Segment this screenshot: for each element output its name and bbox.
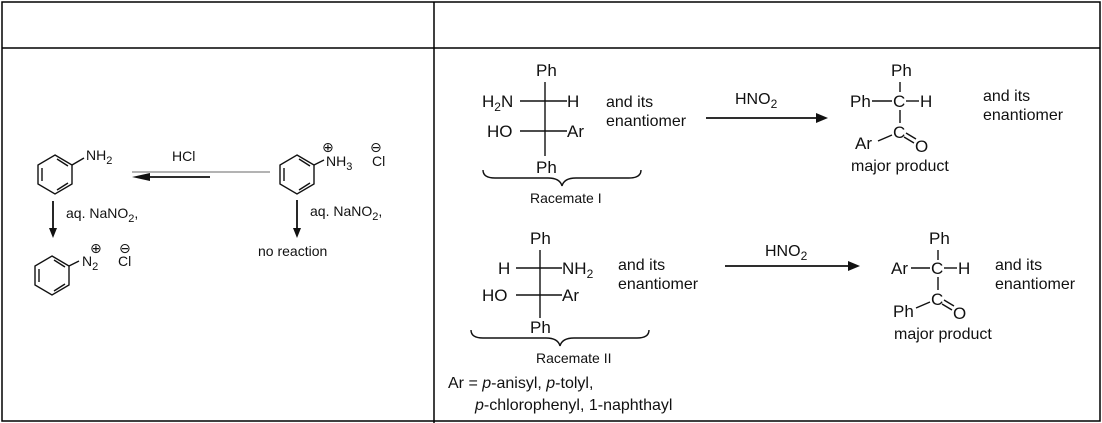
- r2-nh2-label: NH2: [562, 259, 594, 281]
- r1-and-its: and its: [606, 94, 653, 111]
- racemate-1-structure: Ph H2N H HO Ar Ph and its enantiomer Rac…: [482, 61, 687, 206]
- reaction-arrow-2: HNO2: [725, 243, 860, 271]
- p2-ph: Ph: [893, 302, 914, 321]
- p1-h: H: [920, 92, 932, 111]
- diazonium-structure: ⊕ N2 ⊖ Cl: [34, 240, 131, 296]
- r2-bottom-ph: Ph: [530, 318, 551, 337]
- hcl-reagent-label: HCl: [172, 148, 195, 164]
- r1-brace: [482, 169, 642, 187]
- r2-h-label: H: [498, 259, 510, 278]
- chloride-label: Cl: [372, 153, 385, 169]
- p1-ar: Ar: [855, 134, 872, 153]
- no-reaction-label: no reaction: [258, 243, 327, 259]
- chloride-minus-charge: ⊖: [370, 139, 382, 155]
- ar-definition-line-2: p-chlorophenyl, 1-naphthayl: [474, 397, 672, 414]
- r2-ho-label: HO: [482, 286, 508, 305]
- ar-definition: Ar = p-anisyl, p-tolyl, p-chlorophenyl, …: [448, 375, 672, 414]
- no-reaction-arrow: aq. NaNO2, no reaction: [258, 200, 382, 259]
- r2-enantiomer: enantiomer: [618, 276, 699, 293]
- p1-major-product: major product: [851, 158, 949, 175]
- r1-h2n-label: H2N: [482, 92, 513, 114]
- equilibrium-arrows: HCl: [132, 148, 270, 181]
- p2-o: O: [953, 304, 966, 323]
- p2-c-carbonyl: C: [931, 290, 943, 309]
- right-panel: Ph H2N H HO Ar Ph and its enantiomer Rac…: [448, 61, 1076, 414]
- diazotization-arrow: aq. NaNO2,: [49, 201, 138, 238]
- product-1-structure: Ph Ph C H C Ar O major product and its e…: [850, 61, 1064, 175]
- p1-c-center: C: [893, 92, 905, 111]
- p1-ph-top: Ph: [891, 61, 912, 80]
- r1-ar-label: Ar: [567, 122, 584, 141]
- arrow1-hno2-label: HNO2: [735, 91, 778, 111]
- diazonium-chloride-label: Cl: [118, 253, 131, 269]
- p2-enantiomer: enantiomer: [995, 276, 1076, 293]
- left-nitrite-reagent-label: aq. NaNO2,: [66, 205, 138, 225]
- p1-enantiomer: enantiomer: [983, 107, 1064, 124]
- r2-brace: [470, 329, 650, 347]
- p1-o: O: [915, 137, 928, 156]
- r1-top-ph: Ph: [536, 61, 557, 80]
- anilinium-nh3-label: NH3: [326, 153, 352, 173]
- reaction-arrow-1: HNO2: [706, 91, 828, 123]
- anilinium-structure: ⊕ NH3 ⊖ Cl: [279, 139, 385, 195]
- ar-definition-line-1: Ar = p-anisyl, p-tolyl,: [448, 375, 593, 392]
- diazonium-n2-label: N2: [82, 253, 98, 273]
- p2-major-product: major product: [894, 326, 992, 343]
- aniline-nh2-label: NH2: [86, 147, 112, 167]
- r2-ar-label: Ar: [562, 286, 579, 305]
- r1-bottom-ph: Ph: [536, 158, 557, 177]
- p1-and-its: and its: [983, 88, 1030, 105]
- p2-ar-left: Ar: [891, 259, 908, 278]
- racemate-1-label: Racemate I: [530, 190, 602, 206]
- r1-ho-label: HO: [487, 122, 513, 141]
- p1-ph-left: Ph: [850, 92, 871, 111]
- r1-h-label: H: [567, 92, 579, 111]
- p2-and-its: and its: [995, 257, 1042, 274]
- r1-enantiomer: enantiomer: [606, 113, 687, 130]
- diazonium-plus-charge: ⊕: [90, 240, 102, 256]
- p1-c-carbonyl: C: [893, 123, 905, 142]
- r2-top-ph: Ph: [530, 229, 551, 248]
- p2-h: H: [958, 259, 970, 278]
- anilinium-plus-charge: ⊕: [322, 139, 334, 155]
- arrow2-hno2-label: HNO2: [765, 243, 808, 263]
- racemate-2-structure: Ph H NH2 HO Ar Ph and its enantiomer Rac…: [470, 229, 699, 366]
- aniline-structure: NH2: [37, 147, 112, 195]
- right-nitrite-reagent-label: aq. NaNO2,: [310, 203, 382, 223]
- left-panel: NH2 HCl ⊕ NH3 ⊖ Cl aq. NaNO2,: [34, 139, 385, 296]
- p2-ph-top: Ph: [929, 229, 950, 248]
- product-2-structure: Ph Ar C H C Ph O major product and its e…: [891, 229, 1076, 343]
- racemate-2-label: Racemate II: [536, 350, 611, 366]
- p2-c-center: C: [931, 259, 943, 278]
- diazonium-minus-charge: ⊖: [119, 240, 131, 256]
- r2-and-its: and its: [618, 257, 665, 274]
